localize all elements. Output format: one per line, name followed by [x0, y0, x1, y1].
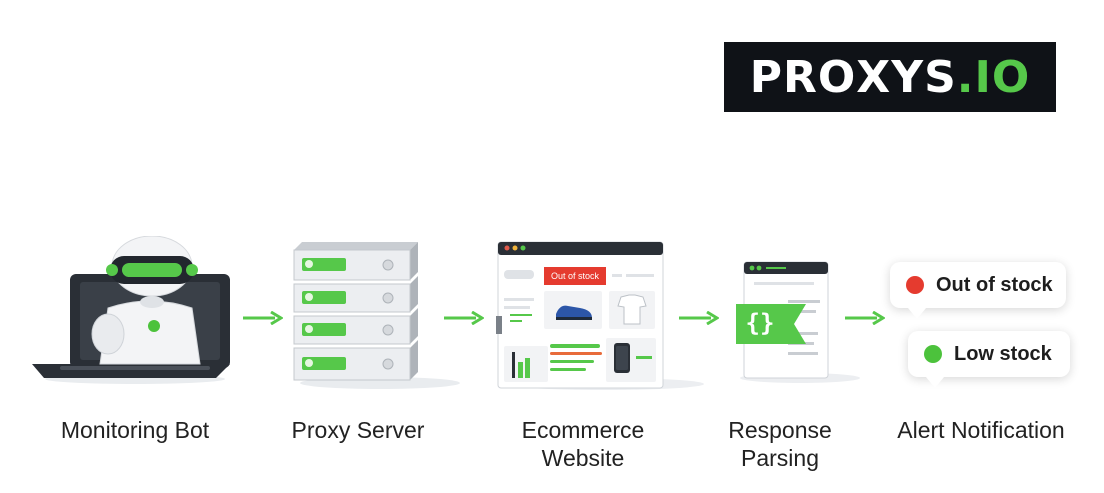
- flow-arrow-4: [845, 311, 885, 325]
- label-response-line2: Parsing: [741, 445, 819, 471]
- monitoring-bot-illustration: [32, 236, 230, 384]
- label-ecommerce-website: Ecommerce Website: [498, 416, 668, 472]
- label-proxy-server-text: Proxy Server: [291, 417, 425, 443]
- label-response-parsing: Response Parsing: [710, 416, 850, 472]
- logo-text-xys: XYS: [856, 51, 957, 103]
- label-alert-notification: Alert Notification: [878, 416, 1084, 444]
- ecommerce-website-illustration: Out of stock: [496, 241, 704, 390]
- svg-text:{}: {}: [746, 309, 775, 337]
- label-ecommerce-line1: Ecommerce: [521, 417, 645, 443]
- label-monitoring-bot-text: Monitoring Bot: [60, 417, 210, 443]
- alert-low-stock-text: Low stock: [954, 342, 1052, 365]
- alert-out-of-stock-text: Out of stock: [936, 273, 1053, 296]
- alert-out-of-stock: Out of stock: [890, 262, 1066, 319]
- flow-arrow-1: [243, 311, 283, 325]
- label-alert-notification-text: Alert Notification: [897, 417, 1065, 443]
- logo-text-pro: PRO: [749, 51, 857, 103]
- logo-text-dot: .: [956, 51, 975, 103]
- server-unit-1: [293, 242, 418, 281]
- label-response-line1: Response: [728, 417, 832, 443]
- bubble-tail: [926, 377, 944, 388]
- server-unit-3: [293, 308, 418, 345]
- server-unit-2: [293, 276, 418, 313]
- logo-text-io: IO: [974, 51, 1031, 103]
- flow-arrow-2: [444, 311, 484, 325]
- label-proxy-server: Proxy Server: [268, 416, 448, 444]
- proxy-server-illustration: [293, 242, 460, 389]
- label-monitoring-bot: Monitoring Bot: [30, 416, 240, 444]
- out-of-stock-badge: Out of stock: [551, 271, 600, 281]
- green-status-dot: [924, 345, 942, 363]
- server-unit-4: [293, 340, 418, 381]
- red-status-dot: [906, 276, 924, 294]
- alert-low-stock: Low stock: [908, 331, 1070, 388]
- label-ecommerce-line2: Website: [541, 445, 625, 471]
- response-parsing-illustration: {}: [736, 261, 860, 383]
- bubble-tail: [908, 308, 926, 319]
- flow-arrow-3: [679, 311, 719, 325]
